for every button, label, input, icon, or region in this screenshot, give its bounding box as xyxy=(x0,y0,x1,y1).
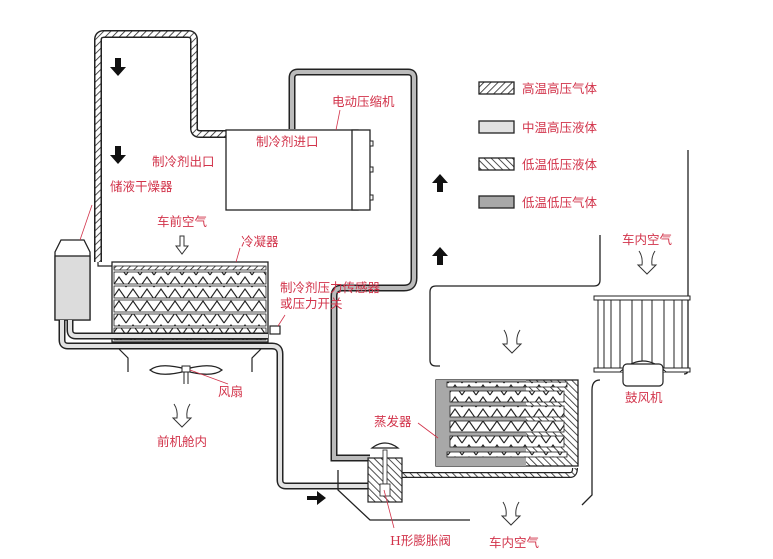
arrow-up-icon xyxy=(432,247,448,265)
evaporator-label: 蒸发器 xyxy=(374,414,412,429)
condenser-label: 冷凝器 xyxy=(241,234,279,249)
svg-text:低温低压液体: 低温低压液体 xyxy=(522,157,598,172)
liquid-pipes xyxy=(58,320,372,490)
compressor-label: 电动压缩机 xyxy=(332,94,395,109)
svg-text:中温高压液体: 中温高压液体 xyxy=(522,120,598,135)
expansion-valve-label: H形膨胀阀 xyxy=(390,533,451,548)
arrow-up-icon xyxy=(432,174,448,192)
flow-arrows xyxy=(110,58,448,505)
leader-lines xyxy=(79,109,439,529)
legend: 高温高压气体 中温高压液体 低温低压液体 低温低压气体 xyxy=(478,81,598,210)
pressure-sensor-label-1: 制冷剂压力传感器 xyxy=(280,280,381,295)
condenser[interactable] xyxy=(111,261,269,372)
blower[interactable] xyxy=(593,295,691,387)
receiver-dryer[interactable] xyxy=(54,239,91,321)
pressure-sensor[interactable] xyxy=(269,325,281,335)
labels: 电动压缩机 制冷剂进口 制冷剂出口 储液干燥器 车前空气 冷凝器 制冷剂压力传感… xyxy=(110,94,673,550)
electric-compressor[interactable] xyxy=(225,129,374,211)
discharge-pipe xyxy=(94,30,228,267)
evaporator[interactable] xyxy=(400,379,579,478)
engine-bay-label: 前机舱内 xyxy=(157,434,207,449)
arrow-right-icon xyxy=(307,491,326,505)
legend-item-low-temp-gas: 低温低压气体 xyxy=(478,195,598,210)
arrow-down-icon xyxy=(110,58,126,76)
fan-label: 风扇 xyxy=(218,384,243,399)
legend-item-low-temp-liquid: 低温低压液体 xyxy=(478,157,598,172)
front-air-label: 车前空气 xyxy=(157,214,208,229)
fan[interactable] xyxy=(149,365,223,384)
air-arrows xyxy=(171,235,658,526)
receiver-dryer-label: 储液干燥器 xyxy=(110,179,173,194)
refrigerant-inlet-label: 制冷剂进口 xyxy=(256,134,319,149)
arrow-down-icon xyxy=(110,146,126,164)
suction-pipe xyxy=(288,68,418,462)
legend-item-mid-temp-liquid: 中温高压液体 xyxy=(478,120,598,135)
blower-label: 鼓风机 xyxy=(625,390,663,405)
cabin-air-out-label: 车内空气 xyxy=(489,535,540,550)
pressure-sensor-label-2: 或压力开关 xyxy=(280,296,343,311)
legend-item-high-temp-gas: 高温高压气体 xyxy=(478,81,598,96)
svg-text:低温低压气体: 低温低压气体 xyxy=(522,195,598,210)
refrigerant-outlet-label: 制冷剂出口 xyxy=(152,154,215,169)
svg-text:高温高压气体: 高温高压气体 xyxy=(522,81,598,96)
cabin-air-in-label: 车内空气 xyxy=(622,232,673,247)
